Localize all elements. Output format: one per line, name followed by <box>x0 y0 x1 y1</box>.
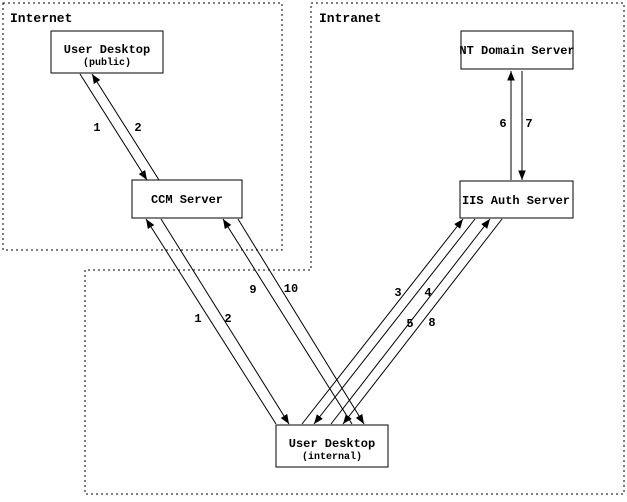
user-desktop-internal-subtitle: (internal) <box>302 451 362 463</box>
nt-domain-server-title: NT Domain Server <box>459 44 574 58</box>
flow-label-7: 7 <box>525 117 532 131</box>
flow-label-internal-2: 2 <box>224 312 231 326</box>
flow-label-8: 8 <box>428 316 435 330</box>
flow-label-public-1: 1 <box>93 121 100 135</box>
user-desktop-public-title: User Desktop <box>64 43 150 57</box>
arrow-internal-1-desktop-to-ccm <box>145 218 277 425</box>
ccm-server-box <box>131 179 243 219</box>
arrow-4-iis-to-desktop <box>313 218 476 425</box>
flow-label-internal-1: 1 <box>194 312 201 326</box>
arrow-3-desktop-to-iis <box>301 218 464 425</box>
user-desktop-public-subtitle: (public) <box>83 57 131 69</box>
node-user-desktop-internal: User Desktop (internal) <box>275 424 389 468</box>
flow-label-3: 3 <box>394 286 401 300</box>
flow-label-6: 6 <box>499 117 506 131</box>
flow-label-5: 5 <box>406 317 413 331</box>
arrow-9-desktop-to-ccm <box>222 218 353 425</box>
ccm-server-title: CCM Server <box>151 193 223 207</box>
node-nt-domain-server: NT Domain Server <box>459 30 575 70</box>
iis-auth-server-box <box>459 180 574 219</box>
arrow-internal-2-ccm-to-desktop <box>160 218 290 425</box>
arrow-10-ccm-to-desktop <box>237 218 365 425</box>
flow-label-4: 4 <box>424 286 431 300</box>
internet-zone-border <box>2 2 283 251</box>
arrow-public-1-desktop-to-ccm <box>79 73 148 181</box>
user-desktop-public-box <box>50 30 164 74</box>
node-user-desktop-public: User Desktop (public) <box>50 30 164 74</box>
intranet-zone-border <box>84 2 625 495</box>
user-desktop-internal-box <box>275 424 389 468</box>
intranet-zone-label: Intranet <box>319 11 381 26</box>
arrow-5-desktop-to-iis <box>330 218 491 425</box>
node-ccm-server: CCM Server <box>131 179 243 219</box>
node-iis-auth-server: IIS Auth Server <box>459 180 574 219</box>
flow-label-10: 10 <box>284 282 298 296</box>
arrow-8-iis-to-desktop <box>342 218 503 425</box>
nt-domain-server-box <box>460 30 574 70</box>
iis-auth-server-title: IIS Auth Server <box>462 194 570 208</box>
arrow-public-2-ccm-to-desktop <box>91 73 160 181</box>
user-desktop-internal-title: User Desktop <box>289 437 375 451</box>
flow-label-9: 9 <box>249 283 256 297</box>
internet-zone-label: Internet <box>10 11 72 26</box>
flow-label-public-2: 2 <box>134 121 141 135</box>
